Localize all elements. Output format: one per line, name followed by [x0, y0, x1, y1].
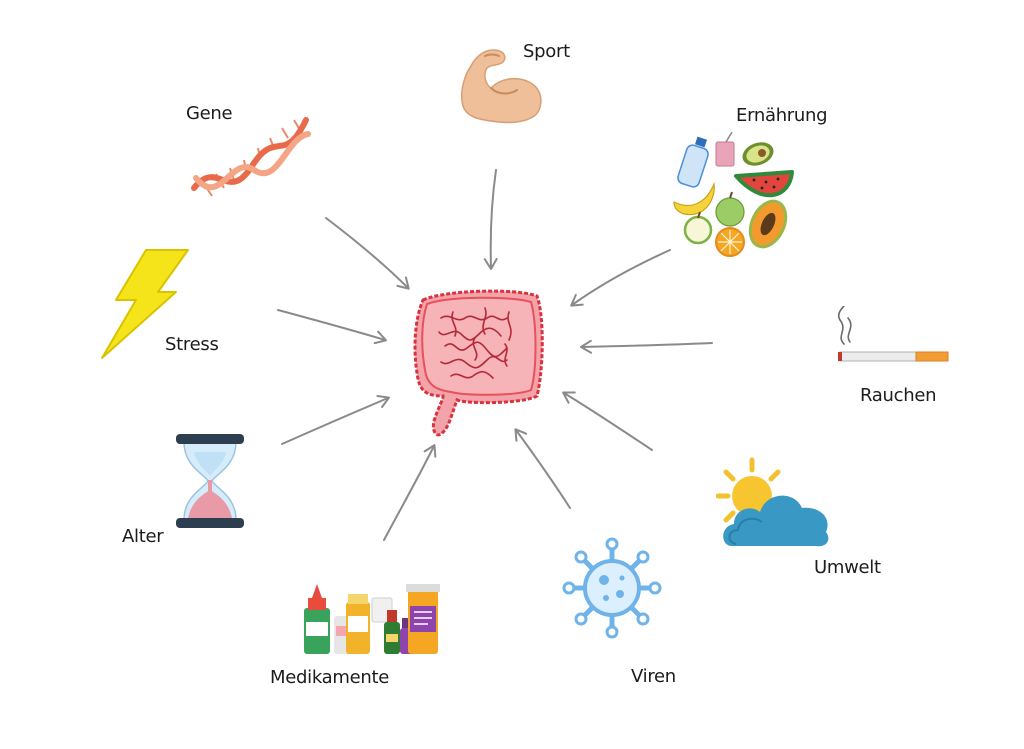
arrow-medikamente	[383, 444, 437, 541]
label-ernaehrung: Ernährung	[736, 105, 828, 126]
arrow-sport	[483, 169, 498, 270]
label-sport: Sport	[523, 41, 570, 62]
virus-icon	[562, 537, 662, 639]
dna-icon	[191, 117, 311, 197]
arrow-rauchen	[580, 339, 713, 354]
label-stress: Stress	[165, 334, 219, 355]
arrow-umwelt	[562, 391, 653, 451]
arrow-stress	[277, 309, 387, 345]
label-alter: Alter	[122, 526, 164, 547]
arrow-viren	[514, 428, 571, 509]
hourglass-icon	[176, 434, 244, 528]
label-rauchen: Rauchen	[860, 385, 937, 406]
flexed-bicep-icon	[460, 49, 542, 124]
label-umwelt: Umwelt	[814, 557, 881, 578]
arrow-gene	[325, 217, 410, 290]
label-medikamente: Medikamente	[270, 667, 390, 688]
sun-cloud-icon	[716, 457, 829, 547]
lightning-icon	[101, 249, 189, 359]
arrow-ernaehrung	[570, 249, 671, 307]
intestine-icon	[413, 289, 544, 437]
medicine-bottles-icon	[304, 584, 440, 654]
food-icon	[673, 132, 794, 257]
arrow-alter	[281, 394, 390, 445]
label-viren: Viren	[631, 666, 676, 687]
cigarette-icon	[837, 306, 949, 362]
label-gene: Gene	[186, 103, 233, 124]
